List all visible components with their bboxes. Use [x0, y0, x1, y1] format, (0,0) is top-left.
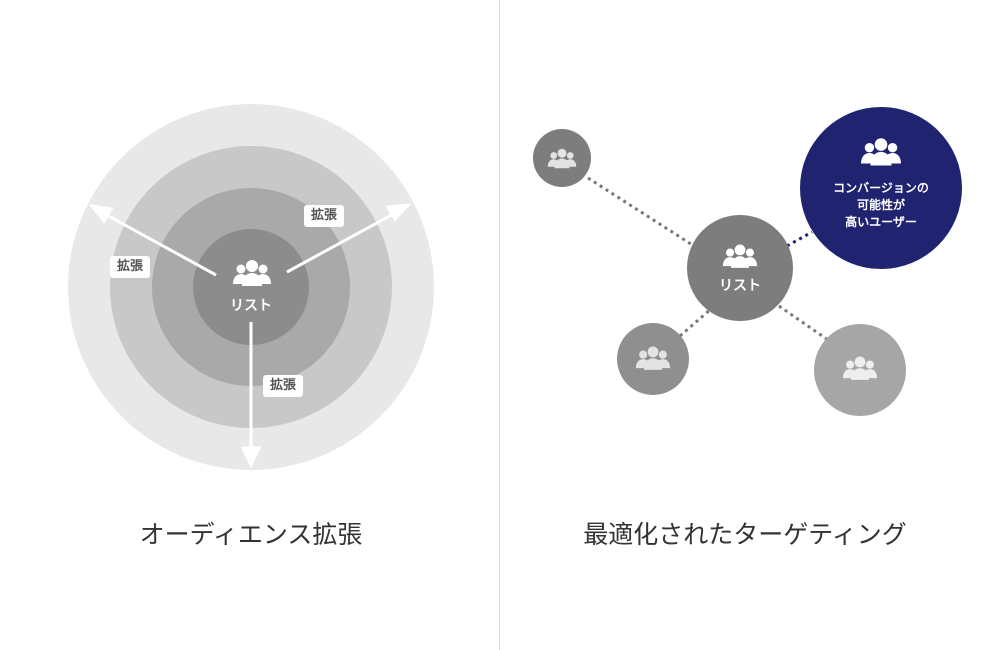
arrow-up-right [286, 210, 398, 274]
connector-top-left [587, 176, 695, 248]
expand-label-top-right: 拡張 [304, 205, 345, 227]
right-caption: 最適化されたターゲティング [583, 520, 907, 549]
node-top-left [533, 129, 591, 187]
connector-lines [587, 176, 829, 342]
left-caption: オーディエンス拡張 [139, 520, 363, 549]
right-center-label: リスト [719, 278, 761, 294]
arrow-up-left [102, 211, 217, 277]
highlight-line-3: 高いユーザー [845, 215, 917, 229]
highlight-line-2: 可能性が [856, 198, 905, 212]
ring-center [193, 229, 309, 345]
node-highlight [800, 107, 962, 269]
panel-divider [499, 0, 500, 650]
arrow-head-icon [88, 203, 114, 224]
connector-bottom-left [679, 306, 713, 338]
arrow-head-icon [240, 446, 262, 469]
highlight-line-1: コンバージョンの [833, 181, 929, 195]
connector-bottom-right [778, 304, 829, 342]
expansion-arrows [88, 203, 412, 469]
connector-highlight [786, 230, 813, 248]
node-center-list [687, 215, 793, 321]
arrow-head-icon [385, 203, 412, 222]
expand-label-bottom: 拡張 [263, 375, 304, 397]
left-center-label: リスト [230, 298, 272, 314]
expand-label-left: 拡張 [110, 256, 151, 278]
